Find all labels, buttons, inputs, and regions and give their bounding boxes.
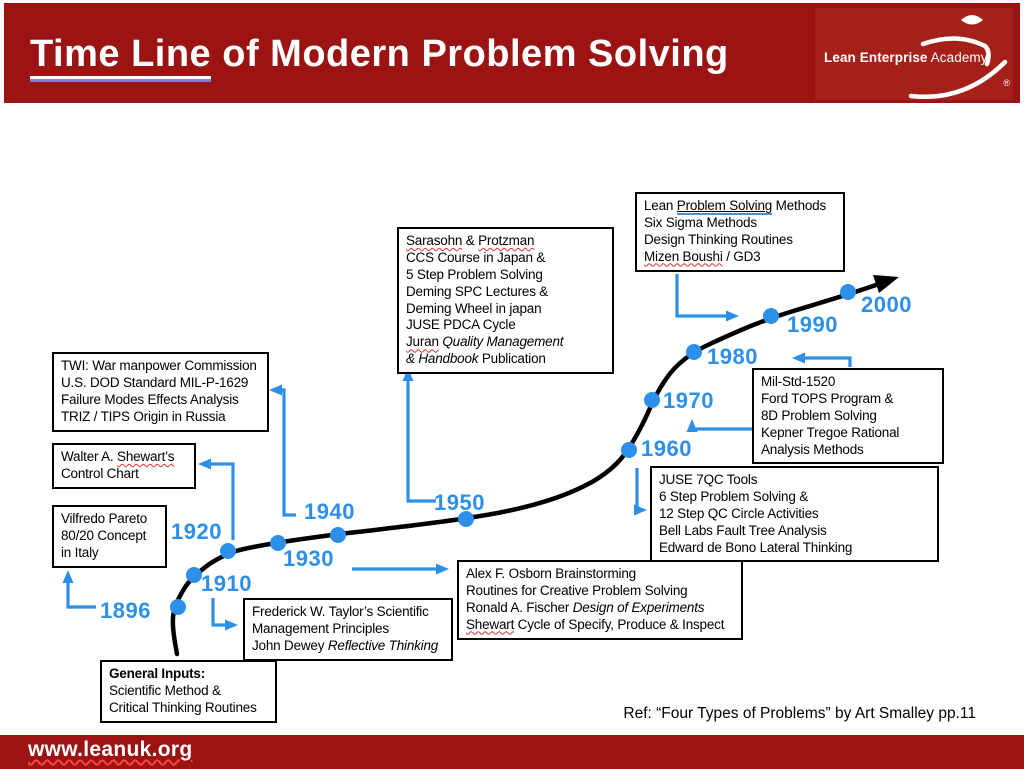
connector-arrow-lean-1990	[675, 274, 739, 322]
year-label-1990: 1990	[787, 312, 838, 337]
annotation-line: Frederick W. Taylor’s Scientific	[252, 604, 429, 619]
annotation-line: Walter A. Shewart’s	[61, 449, 175, 464]
annotation-line: TRIZ / TIPS Origin in Russia	[61, 408, 226, 424]
timeline-dot-1980	[686, 344, 702, 360]
annotation-line: Lean Problem Solving Methods	[644, 198, 827, 215]
annotation-line: Sarasohn & Protzman	[406, 233, 535, 248]
annotation-line: Management Principles	[252, 620, 389, 636]
timeline-dot-1940	[330, 527, 346, 543]
timeline-dot-1990	[763, 308, 779, 324]
annotation-line: Routines for Creative Problem Solving	[466, 582, 688, 598]
annotation-line: Juran Quality Management	[406, 334, 564, 350]
annotation-line: Kepner Tregoe Rational	[761, 424, 900, 440]
timeline-dot-1920	[220, 543, 236, 559]
connector-arrow-1950-sarasohn	[402, 368, 436, 503]
header-bar: Time Line of Modern Problem Solving Lean…	[4, 3, 1020, 103]
year-label-1970: 1970	[663, 388, 714, 413]
annotation-line: Alex F. Osborn Brainstorming	[466, 566, 636, 581]
registered-trademark-icon: ®	[1003, 78, 1010, 88]
annotation-line: 6 Step Problem Solving &	[659, 488, 809, 504]
leaping-runner-icon	[908, 15, 1008, 99]
annotation-line: in Italy	[61, 544, 99, 560]
annotation-line: Control Chart	[61, 465, 139, 481]
annotation-line: Analysis Methods	[761, 441, 864, 457]
annotation-line: Ford TOPS Program &	[761, 390, 894, 406]
annotation-line: Vilfredo Pareto	[61, 511, 148, 526]
logo-text-bold: Lean Enterprise	[824, 50, 928, 65]
reference-note: Ref: “Four Types of Problems” by Art Sma…	[623, 705, 976, 722]
page-title-rest: of Modern Problem Solving	[211, 33, 729, 75]
annotation-line: & Handbook Publication	[406, 351, 546, 367]
lean-enterprise-academy-logo: Lean Enterprise Academy ®	[815, 8, 1013, 100]
timeline-dot-1970	[644, 392, 660, 408]
connector-arrow-1960-juse	[634, 468, 647, 516]
footer-bar: www.leanuk.org	[0, 735, 1024, 769]
timeline-dot-1950	[458, 511, 474, 527]
annotation-line: Ronald A. Fischer Design of Experiments	[466, 599, 705, 615]
annotation-line: Edward de Bono Lateral Thinking	[659, 539, 853, 555]
year-label-1920: 1920	[171, 519, 222, 544]
logo-text-light: Academy	[927, 50, 988, 65]
year-label-2000: 2000	[861, 292, 912, 317]
annotation-box-general-inputs: General Inputs:Scientific Method &Critic…	[100, 660, 277, 723]
annotation-line: Bell Labs Fault Tree Analysis	[659, 522, 827, 538]
connector-arrow-1920-shewart	[198, 458, 235, 540]
annotation-line: Six Sigma Methods	[644, 214, 757, 230]
annotation-line: Deming Wheel in japan	[406, 300, 542, 316]
annotation-line: CCS Course in Japan &	[406, 249, 546, 265]
connector-arrow-milstd-1970	[686, 419, 752, 432]
annotation-line: Scientific Method &	[109, 682, 221, 698]
timeline-dot-1930	[270, 535, 286, 551]
timeline-dot-1896	[170, 599, 186, 615]
year-label-1930: 1930	[283, 546, 334, 571]
annotation-line: 8D Problem Solving	[761, 407, 877, 423]
runner-head-shape	[961, 15, 983, 25]
annotation-line: 12 Step QC Circle Activities	[659, 505, 819, 521]
annotation-line: John Dewey Reflective Thinking	[252, 637, 439, 653]
connector-arrow-1940-twi	[269, 384, 296, 517]
timeline-arrowhead-icon	[873, 275, 899, 293]
annotation-line: 80/20 Concept	[61, 527, 147, 543]
year-label-1940: 1940	[304, 499, 355, 524]
year-label-1960: 1960	[641, 436, 692, 461]
year-label-1896: 1896	[100, 598, 151, 623]
annotation-line: U.S. DOD Standard MIL-P-1629	[61, 374, 249, 390]
annotation-line: Deming SPC Lectures &	[406, 283, 549, 299]
annotation-line: General Inputs:	[109, 666, 206, 681]
timeline-dot-2000	[840, 284, 856, 300]
annotation-line: Shewart Cycle of Specify, Produce & Insp…	[466, 616, 725, 632]
timeline-dot-1910	[186, 567, 202, 583]
annotation-line: TWI: War manpower Commission	[61, 358, 257, 373]
annotation-line: Critical Thinking Routines	[109, 699, 257, 715]
annotation-line: Design Thinking Routines	[644, 231, 793, 247]
timeline-dot-1960	[621, 442, 637, 458]
logo-text: Lean Enterprise Academy	[824, 50, 988, 65]
connector-arrow-milstd-1980	[792, 352, 852, 367]
annotation-line: 5 Step Problem Solving	[406, 266, 543, 282]
annotation-line: Mizen Boushi / GD3	[644, 248, 761, 264]
year-label-1980: 1980	[707, 344, 758, 369]
footer-url: www.leanuk.org	[28, 738, 193, 761]
year-label-1910: 1910	[201, 571, 252, 596]
annotation-line: Failure Modes Effects Analysis	[61, 391, 239, 407]
connector-arrow-1910-taylor	[211, 598, 238, 631]
connector-arrow-1896-pareto	[62, 570, 96, 609]
annotation-line: JUSE PDCA Cycle	[406, 317, 516, 333]
page-title-underlined: Time Line	[30, 34, 212, 79]
page-title: Time Line of Modern Problem Solving	[30, 33, 729, 79]
year-label-1950: 1950	[434, 490, 485, 515]
annotation-line: Mil-Std-1520	[761, 374, 836, 389]
annotation-line: JUSE 7QC Tools	[659, 472, 758, 487]
